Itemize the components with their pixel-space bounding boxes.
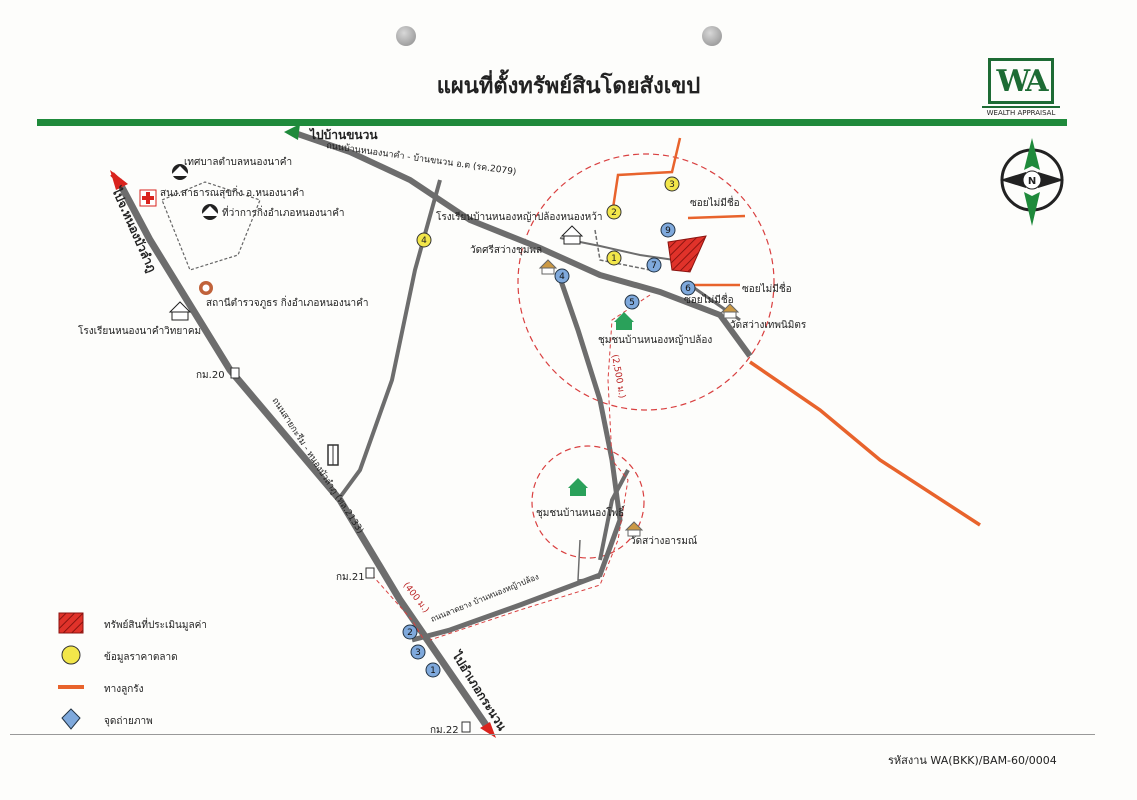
job-code: รหัสงาน WA(BKK)/BAM-60/0004 xyxy=(888,754,1057,767)
soi-label: ซอยไม่มีชื่อ xyxy=(690,198,740,209)
tower-icon xyxy=(327,444,339,466)
km-label: กม.20 xyxy=(196,370,225,381)
svg-text:1: 1 xyxy=(430,666,436,676)
side-road xyxy=(594,229,651,271)
temple-icon xyxy=(624,521,644,537)
place-label: วัดสว่างเทพนิมิตร xyxy=(730,320,807,331)
place-label: ชุมชนบ้านหนองหญ้าปล้อง xyxy=(598,335,713,346)
place-label: โรงเรียนหนองนาคำวิทยาคม xyxy=(78,326,202,337)
photo-point: 3 xyxy=(410,644,426,660)
km-label: กม.22 xyxy=(430,725,459,736)
svg-text:3: 3 xyxy=(415,648,421,658)
footer-rule xyxy=(10,734,1095,735)
place-label: โรงเรียนบ้านหนองหญ้าปล้องหนองหว้า xyxy=(436,212,603,223)
distance-label: (2,500 ม.) xyxy=(609,354,627,400)
legend-row: จุดถ่ายภาพ xyxy=(58,708,298,740)
legend-label: จุดถ่ายภาพ xyxy=(104,716,153,727)
wa-logo: WA WEALTH APPRAISAL xyxy=(982,58,1060,118)
garuda-icon xyxy=(170,164,190,180)
legend: ทรัพย์สินที่ประเมินมูลค่า ข้อมูลราคาตลาด… xyxy=(58,612,298,740)
legend-label: ทางลูกรัง xyxy=(104,684,144,695)
punch-hole xyxy=(396,26,416,46)
property-hatched-icon xyxy=(58,612,84,634)
milestone-icon xyxy=(461,721,471,733)
place-label: สถานีตำรวจภูธร กิ่งอำเภอหนองนาคำ xyxy=(206,298,369,309)
photo-point: 1 xyxy=(425,662,441,678)
community-icon xyxy=(614,312,634,330)
temple-icon xyxy=(538,259,558,275)
svg-text:5: 5 xyxy=(629,298,635,308)
legend-label: ข้อมูลราคาตลาด xyxy=(104,652,178,663)
place-label: วัดสว่างอารมณ์ xyxy=(630,536,698,547)
connector-road xyxy=(336,179,442,502)
legend-row: ข้อมูลราคาตลาด xyxy=(58,644,298,676)
place-label: วัดศรีสว่างชุมพล xyxy=(470,245,543,256)
distance-line xyxy=(429,294,651,641)
photo-point: 4 xyxy=(554,268,570,284)
km-label: กม.21 xyxy=(336,572,365,583)
police-icon xyxy=(199,281,213,295)
milestone-icon xyxy=(230,367,240,379)
place-label: ชุมชนบ้านหนองโพธิ์ xyxy=(536,508,625,519)
school-icon xyxy=(560,225,584,245)
market-marker: 3 xyxy=(664,176,680,192)
place-label: ที่ว่าการกิ่งอำเภอหนองนาคำ xyxy=(222,208,345,219)
photo-point: 6 xyxy=(680,280,696,296)
svg-text:7: 7 xyxy=(651,261,657,271)
temple-icon xyxy=(720,303,740,319)
hospital-icon xyxy=(139,189,157,207)
legend-row: ทางลูกรัง xyxy=(58,676,298,708)
north-road xyxy=(284,124,753,358)
direction-label: ไปบ้านขนวน xyxy=(310,128,378,142)
market-marker: 4 xyxy=(416,232,432,248)
garuda-icon xyxy=(200,204,220,220)
header-rule xyxy=(37,119,1067,126)
market-marker: 2 xyxy=(606,204,622,220)
logo-box: WA xyxy=(988,58,1054,104)
radius-circle xyxy=(531,445,645,559)
photo-point-icon xyxy=(61,708,81,730)
svg-text:3: 3 xyxy=(669,180,675,190)
svg-text:4: 4 xyxy=(559,272,565,282)
logo-caption: WEALTH APPRAISAL xyxy=(982,106,1060,117)
svg-text:4: 4 xyxy=(421,236,427,246)
municipality-area xyxy=(161,181,261,271)
svg-text:6: 6 xyxy=(685,284,691,294)
page-title: แผนที่ตั้งทรัพย์สินโดยสังเขป xyxy=(436,74,701,99)
laterite-road xyxy=(610,137,981,527)
soi-label: ซอยไม่มีชื่อ xyxy=(684,295,734,306)
school-icon xyxy=(168,301,192,321)
legend-row: ทรัพย์สินที่ประเมินมูลค่า xyxy=(58,612,298,644)
market-marker: 1 xyxy=(606,250,622,266)
place-label: สนง.สาธารณสุขกิ่ง อ.หนองนาคำ xyxy=(160,188,305,199)
legend-label: ทรัพย์สินที่ประเมินมูลค่า xyxy=(104,620,207,631)
svg-text:9: 9 xyxy=(665,226,671,236)
road-label: ถนนสายกะรีม - หนองบัวลำภู (ทล.2133) xyxy=(269,396,365,536)
photo-point: 2 xyxy=(402,624,418,640)
property-parcel xyxy=(667,235,707,273)
svg-text:2: 2 xyxy=(407,628,413,638)
radius-circle xyxy=(517,153,775,411)
svg-text:1: 1 xyxy=(611,254,617,264)
soi-label: ซอยไม่มีชื่อ xyxy=(742,284,792,295)
svg-text:2: 2 xyxy=(611,208,617,218)
community-icon xyxy=(568,478,588,496)
punch-hole xyxy=(702,26,722,46)
photo-point: 7 xyxy=(646,257,662,273)
place-label: เทศบาลตำบลหนองนาคำ xyxy=(184,157,293,168)
milestone-icon xyxy=(365,567,375,579)
photo-point: 5 xyxy=(624,294,640,310)
north-arrow-icon: N xyxy=(1000,138,1064,226)
svg-text:N: N xyxy=(1028,176,1036,187)
market-data-icon xyxy=(61,645,81,665)
laterite-road-icon xyxy=(58,685,84,689)
photo-point: 9 xyxy=(660,222,676,238)
road-label: ถนนบ้านหนองนาคำ - บ้านขนวน อ.ต (รค.2079) xyxy=(326,140,517,178)
logo-letters: WA xyxy=(996,63,1048,99)
south-road xyxy=(411,277,630,643)
